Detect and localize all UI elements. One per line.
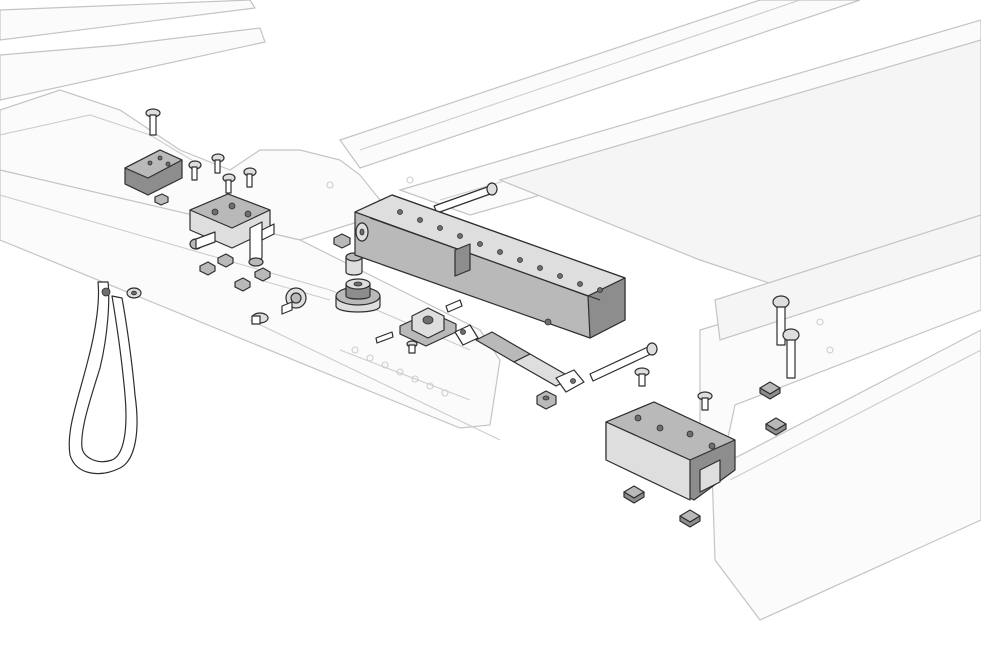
nut-small-1: [154, 193, 169, 206]
square-nut-right-2: [765, 417, 787, 436]
strap-washer: [126, 287, 142, 299]
clamp-block-left: [124, 149, 183, 196]
screw-right-2: [697, 391, 713, 411]
nut-hex-mid: [536, 390, 557, 410]
roller-small: [281, 287, 307, 315]
screw-lower-left: [251, 312, 269, 325]
gas-spring: [454, 324, 585, 393]
nuts-row-left: [199, 253, 271, 292]
pin-small-a: [375, 331, 394, 344]
background-frame: [0, 0, 981, 621]
small-screws-group: [188, 153, 257, 194]
rail-pin: [355, 222, 369, 242]
bolt-tall-1: [772, 295, 790, 346]
nut-small-2: [333, 233, 351, 249]
square-nut-right-1: [759, 381, 781, 400]
pillow-block: [399, 307, 457, 347]
square-nut-bottom-1: [623, 485, 645, 504]
roller-bearing: [335, 278, 381, 313]
square-nut-bottom-2: [679, 509, 701, 528]
screw-top-left: [145, 108, 161, 136]
pin-small-b: [406, 340, 418, 354]
pin-small-c: [445, 299, 463, 313]
hinge-bracket: [189, 193, 275, 267]
bolt-tall-2: [782, 328, 800, 379]
long-bolt-right: [589, 342, 658, 382]
main-rail-block: [354, 194, 626, 339]
mount-block: [605, 401, 736, 501]
strap-loop: [68, 281, 138, 475]
screw-right-1: [634, 367, 650, 387]
